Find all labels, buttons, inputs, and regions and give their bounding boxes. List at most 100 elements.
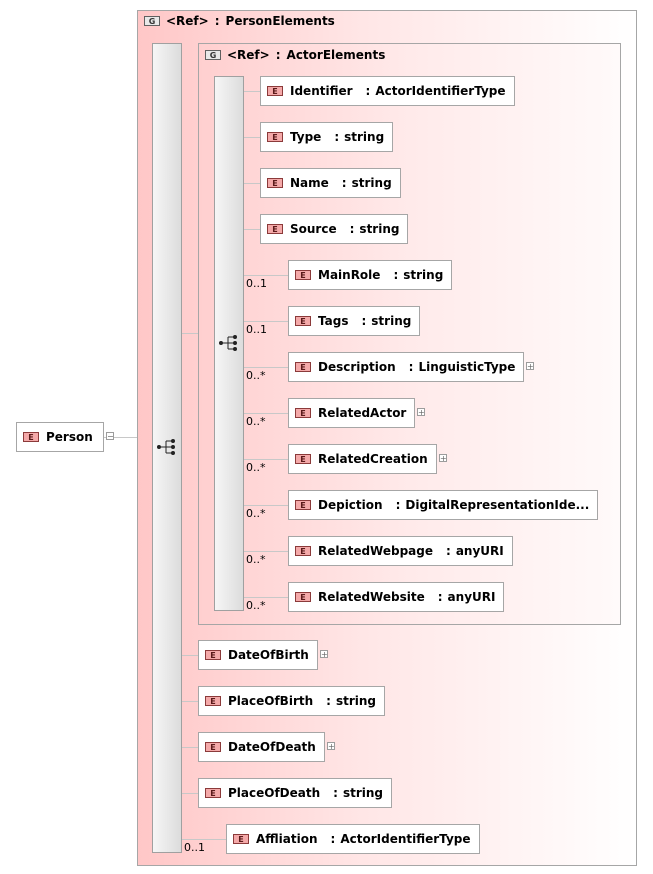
group-name-colon: :	[275, 48, 281, 62]
element-name: DateOfBirth	[228, 648, 309, 662]
element-connector	[182, 747, 198, 748]
element-icon: E	[267, 224, 283, 234]
cardinality-label: 0..*	[246, 461, 266, 474]
element-relatedwebsite[interactable]: E RelatedWebsite anyURI	[288, 582, 505, 612]
element-name: PlaceOfDeath	[228, 786, 321, 800]
element-type: DigitalRepresentationIde...	[396, 498, 589, 512]
cardinality-label: 0..*	[246, 553, 266, 566]
element-type: LinguisticType	[409, 360, 515, 374]
element-connector	[182, 793, 198, 794]
element-icon: E	[205, 696, 221, 706]
element-type: string	[393, 268, 443, 282]
expand-icon[interactable]: +	[327, 742, 335, 751]
element-relatedactor[interactable]: E RelatedActor	[288, 398, 416, 428]
element-type: ActorIdentifierType	[366, 84, 505, 98]
element-name: Name	[290, 176, 329, 190]
collapse-icon[interactable]: −	[106, 432, 114, 441]
element-placeofbirth[interactable]: E PlaceOfBirth string	[198, 686, 385, 716]
element-name: RelatedWebpage	[318, 544, 434, 558]
expand-icon[interactable]: +	[320, 650, 328, 659]
element-connector	[182, 655, 198, 656]
element-dateofbirth[interactable]: E DateOfBirth	[198, 640, 318, 670]
cardinality-label: 0..*	[246, 599, 266, 612]
element-connector	[244, 137, 260, 138]
element-name: Identifier	[290, 84, 353, 98]
element-icon: E	[295, 362, 311, 372]
element-connector	[182, 839, 226, 840]
cardinality-label: 0..1	[184, 841, 205, 854]
element-type: anyURI	[446, 544, 504, 558]
element-name[interactable]: E Name string	[260, 168, 401, 198]
expand-icon[interactable]: +	[526, 362, 534, 371]
element-icon: E	[295, 500, 311, 510]
element-dateofdeath[interactable]: E DateOfDeath	[198, 732, 325, 762]
expand-icon[interactable]: +	[417, 408, 425, 417]
element-affliation[interactable]: E Affliation ActorIdentifierType	[226, 824, 480, 854]
element-type[interactable]: E Type string	[260, 122, 394, 152]
element-name: Source	[290, 222, 337, 236]
element-type: string	[361, 314, 411, 328]
element-connector	[244, 229, 260, 230]
element-name: MainRole	[318, 268, 381, 282]
element-name: Depiction	[318, 498, 383, 512]
sequence-icon	[219, 335, 237, 351]
group-name: ActorElements	[286, 48, 386, 62]
element-name: PlaceOfBirth	[228, 694, 314, 708]
group-name: PersonElements	[225, 14, 335, 28]
element-connector	[244, 367, 288, 368]
element-type: string	[342, 176, 392, 190]
element-icon: E	[267, 86, 283, 96]
element-icon: E	[295, 270, 311, 280]
element-icon: E	[233, 834, 249, 844]
root-connector	[104, 437, 154, 438]
element-name: Affliation	[256, 832, 318, 846]
element-tags[interactable]: ETagsstring	[288, 306, 421, 336]
element-depiction[interactable]: E Depiction DigitalRepresentationIde...	[288, 490, 599, 520]
element-icon: E	[295, 408, 311, 418]
element-icon: E	[23, 432, 39, 442]
element-connector	[244, 91, 260, 92]
element-connector	[244, 597, 288, 598]
element-name: Type	[290, 130, 322, 144]
cardinality-label: 0..1	[246, 323, 267, 336]
element-identifier[interactable]: E Identifier ActorIdentifierType	[260, 76, 515, 106]
element-icon: E	[295, 546, 311, 556]
element-name: RelatedCreation	[318, 452, 428, 466]
element-connector	[244, 275, 288, 276]
element-mainrole[interactable]: E MainRole string	[288, 260, 453, 290]
element-name: RelatedActor	[318, 406, 407, 420]
element-icon: E	[267, 132, 283, 142]
element-connector	[244, 321, 288, 322]
element-type: ActorIdentifierType	[331, 832, 470, 846]
element-source[interactable]: ESourcestring	[260, 214, 409, 244]
element-name: RelatedWebsite	[318, 590, 425, 604]
element-type: anyURI	[438, 590, 496, 604]
element-icon: E	[205, 742, 221, 752]
element-type: string	[326, 694, 376, 708]
element-icon: E	[295, 592, 311, 602]
group-icon: G	[144, 16, 160, 26]
cardinality-label: 0..*	[246, 507, 266, 520]
element-connector	[244, 551, 288, 552]
cardinality-label: 0..*	[246, 369, 266, 382]
cardinality-label: 0..1	[246, 277, 267, 290]
expand-icon[interactable]: +	[439, 454, 447, 463]
element-icon: E	[267, 178, 283, 188]
element-connector	[182, 701, 198, 702]
person-elements-header: G <Ref> : PersonElements	[144, 14, 335, 28]
group-ref: <Ref>	[166, 14, 209, 28]
element-name: DateOfDeath	[228, 740, 316, 754]
element-type: string	[334, 130, 384, 144]
person-element[interactable]: E Person	[16, 422, 104, 452]
element-description[interactable]: EDescriptionLinguisticType	[288, 352, 525, 382]
group-name-colon: :	[214, 14, 220, 28]
element-icon: E	[295, 316, 311, 326]
cardinality-label: 0..*	[246, 415, 266, 428]
element-connector	[244, 459, 288, 460]
actor-elements-header: G <Ref> : ActorElements	[205, 48, 385, 62]
element-relatedwebpage[interactable]: E RelatedWebpage anyURI	[288, 536, 513, 566]
element-icon: E	[205, 650, 221, 660]
element-placeofdeath[interactable]: EPlaceOfDeathstring	[198, 778, 393, 808]
person-sequence-bar	[152, 43, 182, 853]
